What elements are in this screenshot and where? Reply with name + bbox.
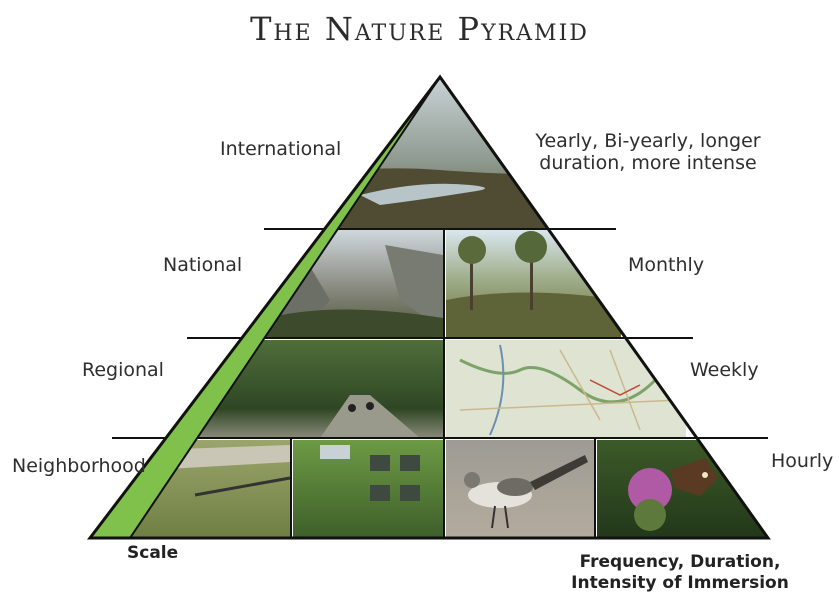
label-monthly: Monthly xyxy=(628,254,705,276)
label-regional: Regional xyxy=(82,359,164,381)
hourly-mockingbird-photo xyxy=(446,440,594,538)
neighborhood-living-wall-photo xyxy=(293,440,443,538)
regional-map-photo xyxy=(446,340,686,438)
label-neighborhood: Neighborhood xyxy=(12,455,146,477)
label-national: National xyxy=(163,254,243,276)
pyramid-outline xyxy=(86,74,771,540)
page-title: The Nature Pyramid xyxy=(250,10,589,48)
label-international: International xyxy=(220,138,342,160)
label-hourly: Hourly xyxy=(771,450,834,472)
hourly-thistle-butterfly-photo xyxy=(597,440,768,538)
axis-label-frequency: Frequency, Duration, Intensity of Immers… xyxy=(560,552,800,594)
label-yearly-line2: duration, more intense xyxy=(539,152,757,174)
label-yearly: Yearly, Bi-yearly, longer duration, more… xyxy=(528,130,768,174)
axis-label-scale: Scale xyxy=(127,543,179,563)
national-bushland-photo xyxy=(446,230,621,338)
axis-label-frequency-line2: Intensity of Immersion xyxy=(571,573,789,593)
label-yearly-line1: Yearly, Bi-yearly, longer xyxy=(535,130,761,152)
axis-label-frequency-line1: Frequency, Duration, xyxy=(579,552,781,572)
label-weekly: Weekly xyxy=(690,359,759,381)
